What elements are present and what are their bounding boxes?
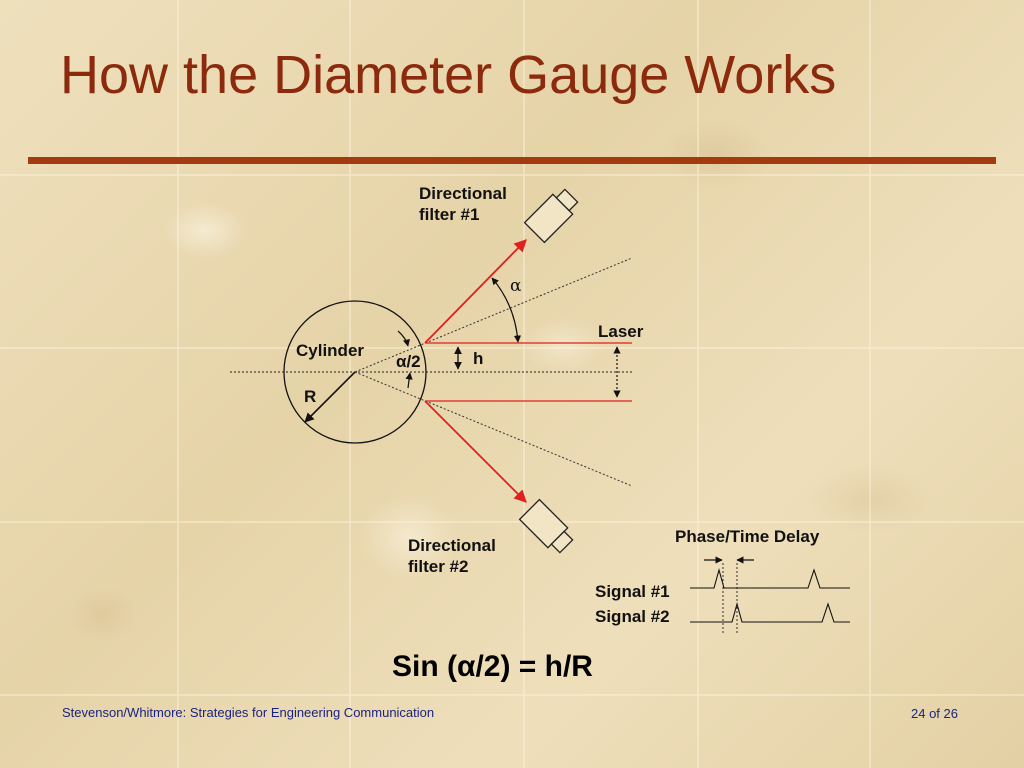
signal-1-label: Signal #1 [595, 582, 670, 601]
laser-label: Laser [598, 322, 644, 341]
alpha-label: α [510, 276, 522, 296]
reference-line-lower [354, 371, 633, 487]
filter-1-label: Directional filter #1 [419, 184, 507, 224]
signal-2-label: Signal #2 [595, 607, 670, 626]
filter-2-label: Directional filter #2 [408, 536, 496, 576]
directional-filter-1-icon [523, 188, 579, 244]
slide-title: How the Diameter Gauge Works [60, 45, 837, 105]
title-underline [28, 157, 996, 164]
signal-1-trace [690, 567, 850, 589]
sine-formula: Sin (α/2) = h/R [392, 650, 593, 683]
alpha-angle-arc [491, 277, 522, 343]
half-alpha-arc-lower [405, 372, 413, 389]
reflected-ray-lower [424, 400, 527, 503]
reflected-ray-upper [424, 239, 527, 344]
radius-label: R [304, 387, 317, 406]
phase-delay-label: Phase/Time Delay [675, 527, 820, 546]
radius-arrow [304, 371, 356, 423]
half-alpha-label: α/2 [396, 352, 421, 371]
cylinder-label: Cylinder [296, 341, 365, 360]
signal-2-trace [690, 601, 850, 623]
footer-citation: Stevenson/Whitmore: Strategies for Engin… [62, 705, 435, 720]
page-number: 24 of 26 [911, 706, 958, 721]
half-alpha-arc-upper [397, 330, 410, 347]
directional-filter-2-icon [518, 498, 574, 554]
h-label: h [473, 349, 484, 368]
